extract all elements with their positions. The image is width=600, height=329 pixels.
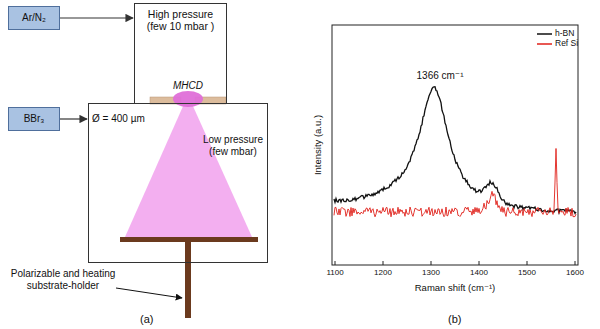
node-text: Low pressure (few mbar)	[200, 134, 266, 157]
plot-frame	[332, 25, 578, 265]
legend-text: Ref Si	[555, 39, 578, 49]
dimension-label: Ø = 400 µm	[92, 113, 145, 125]
panel-label: (b)	[448, 313, 461, 326]
tick-mark	[431, 261, 432, 265]
node-text: High pressure (few 10 mbar )	[140, 8, 221, 32]
spectra	[334, 87, 576, 217]
tick-mark	[335, 261, 336, 265]
gas-inlet-box: Ar/N₂	[8, 6, 60, 30]
hbn-spectrum	[334, 87, 576, 214]
flow-arrow	[60, 118, 87, 119]
tick-mark	[479, 261, 480, 265]
tick-label: 1600	[566, 268, 584, 277]
part-label: MHCD	[173, 80, 203, 92]
tick-label: 1500	[518, 268, 536, 277]
flow-arrow	[60, 17, 133, 18]
node-text: Ar/N₂	[12, 12, 56, 24]
panel-label: (a)	[140, 313, 153, 326]
tick-marks	[335, 261, 575, 265]
legend-line	[537, 33, 552, 35]
legend-text: h-BN	[555, 29, 574, 39]
substrate-stem	[185, 242, 191, 318]
tick-mark	[527, 261, 528, 265]
microdischarge	[173, 91, 203, 107]
leader-arrow	[116, 288, 182, 298]
si-reference-spectrum	[334, 148, 576, 216]
part-label: Polarizable and heating substrate-holder	[4, 268, 122, 291]
tick-label: 1200	[374, 268, 392, 277]
legend-line	[537, 43, 552, 45]
substrate-plate	[120, 237, 258, 242]
node-text: BBr₃	[12, 113, 56, 125]
tick-label: 1300	[422, 268, 440, 277]
tick-label: 1100	[326, 268, 343, 277]
axis-title: Intensity (a.u.)	[313, 115, 324, 175]
axis-title: Raman shift (cm⁻¹)	[415, 283, 496, 294]
peak-label: 1366 cm⁻¹	[417, 70, 464, 82]
tick-mark	[575, 261, 576, 265]
tick-label: 1400	[470, 268, 488, 277]
tick-mark	[383, 261, 384, 265]
precursor-inlet-box: BBr₃	[8, 107, 60, 131]
low-pressure-chamber: Low pressure (few mbar)	[88, 103, 268, 263]
